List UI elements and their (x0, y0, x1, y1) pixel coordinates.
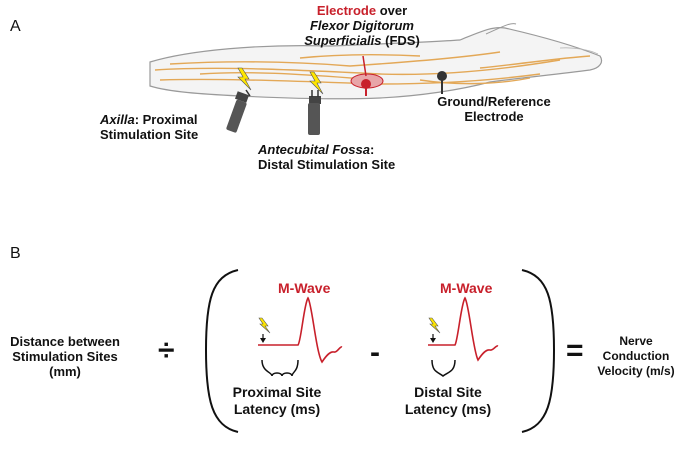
lightning-bolt-icon (237, 67, 252, 91)
ncv-label: Nerve Conduction Velocity (m/s) (597, 334, 675, 378)
nerve-line (154, 59, 561, 76)
fds-electrode-icon (361, 79, 371, 89)
distal-site-label: Antecubital Fossa: Distal Stimulation Si… (258, 142, 396, 172)
lightning-bolt-icon (258, 317, 271, 334)
latency-brace (261, 359, 299, 377)
panel-b-letter: B (10, 245, 21, 262)
panel-a-letter: A (10, 18, 21, 35)
distal-trace (428, 296, 499, 377)
distance-label: Distance between Stimulation Sites (mm) (10, 334, 120, 379)
minus-symbol: - (370, 336, 380, 369)
m-wave-label-distal: M-Wave (440, 280, 493, 296)
lightning-bolt-icon (309, 71, 324, 95)
finger-crease (559, 47, 599, 55)
lightning-bolt-icon (428, 317, 441, 334)
left-bracket (204, 269, 239, 433)
distal-latency-label: Distal Site Latency (ms) (404, 384, 492, 417)
proximal-latency-label: Proximal Site Latency (ms) (232, 384, 322, 417)
fds-electrode-pointer (362, 55, 367, 77)
latency-brace (431, 359, 456, 377)
proximal-site-label: Axilla: Proximal Stimulation Site (100, 112, 199, 142)
ground-electrode-label: Ground/Reference Electrode (437, 94, 551, 124)
m-wave-label-proximal: M-Wave (278, 280, 331, 296)
nerve-line (419, 77, 531, 85)
m-wave-trace (428, 296, 499, 362)
nerve-line (169, 51, 501, 67)
m-wave-trace (258, 296, 343, 364)
ground-electrode-icon (437, 71, 447, 81)
equals-symbol: = (566, 334, 584, 367)
nerve-line (299, 54, 421, 59)
right-bracket (521, 269, 556, 433)
proximal-stimulator-icon (226, 67, 252, 133)
fds-electrode-label: Electrode over Flexor Digitorum Superfic… (304, 3, 420, 48)
proximal-trace (258, 296, 343, 377)
divide-symbol: ÷ (158, 334, 175, 367)
distal-stimulator-icon (308, 71, 324, 135)
thumb-contour (485, 23, 517, 35)
nerve-line (479, 55, 591, 69)
